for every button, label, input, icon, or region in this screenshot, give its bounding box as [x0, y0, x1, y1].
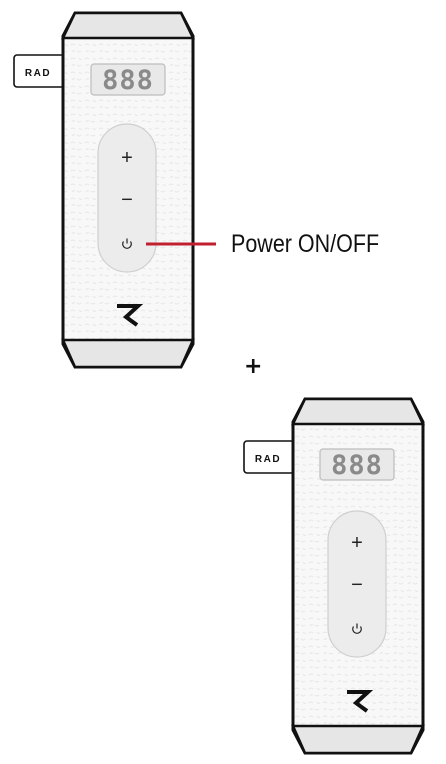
device-2: RAD 888 + −: [243, 397, 425, 755]
rad-logo-icon: [347, 690, 374, 713]
lcd-display: [319, 448, 395, 481]
bottom-cap: [291, 724, 425, 755]
minus-button[interactable]: −: [351, 574, 363, 596]
bottom-cap: [61, 338, 195, 369]
control-pad: [97, 123, 157, 273]
combine-plus-symbol: +: [244, 354, 263, 379]
rad-tag-label: RAD: [255, 454, 281, 465]
power-button[interactable]: [352, 623, 362, 634]
lcd-digits: 888: [102, 65, 154, 96]
rad-tag: RAD: [243, 440, 295, 474]
top-cap: [291, 397, 425, 426]
rad-logo-icon: [117, 304, 144, 327]
minus-button[interactable]: −: [121, 189, 133, 211]
lcd-display: [90, 63, 166, 96]
lcd-digits: 888: [331, 450, 383, 481]
power-icon: [122, 241, 132, 249]
top-cap: [61, 11, 195, 40]
power-button[interactable]: [122, 238, 132, 249]
power-icon: [352, 626, 362, 634]
rad-tag-label: RAD: [25, 68, 51, 79]
device-1: RAD 888 + −: [13, 11, 195, 369]
control-pad: [327, 510, 387, 658]
plus-button[interactable]: +: [351, 532, 363, 554]
rad-tag: RAD: [13, 54, 65, 88]
plus-button[interactable]: +: [121, 147, 133, 169]
power-callout-label: Power ON/OFF: [231, 230, 380, 258]
